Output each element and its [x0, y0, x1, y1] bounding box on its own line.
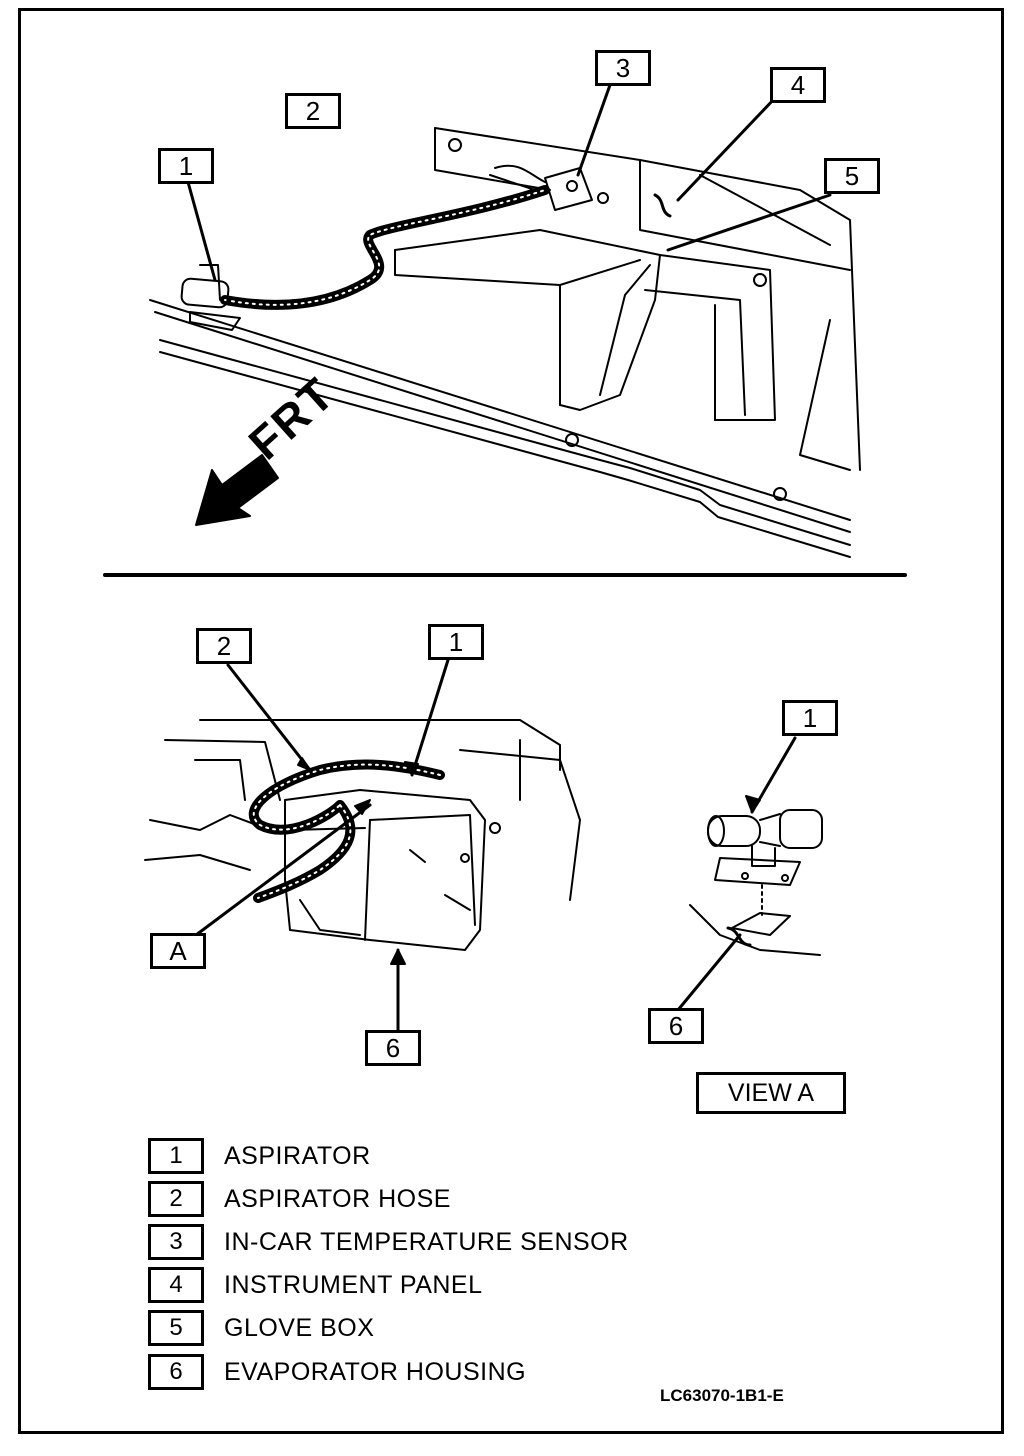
callout-top-2: 2	[285, 93, 341, 129]
instrument-panel-drawing	[149, 127, 861, 558]
aspirator-top-drawing	[180, 264, 241, 331]
evaporator-area-drawing	[144, 719, 581, 951]
callout-top-4: 4	[770, 67, 826, 103]
bottom-left-leader-lines	[190, 658, 450, 1034]
callout-bottom-1: 1	[428, 624, 484, 660]
aspirator-hose-drawing	[220, 185, 550, 310]
legend-number: 2	[148, 1181, 204, 1217]
legend-number: 6	[148, 1354, 204, 1390]
view-a-leader-lines	[676, 736, 797, 1012]
legend-number: 5	[148, 1310, 204, 1346]
legend-text: INSTRUMENT PANEL	[224, 1270, 483, 1299]
legend-text: ASPIRATOR HOSE	[224, 1184, 451, 1213]
aspirator-hose-ribs	[224, 189, 546, 306]
callout-top-5: 5	[824, 158, 880, 194]
top-leader-lines	[186, 83, 832, 282]
callout-view-a-6: 6	[648, 1008, 704, 1044]
legend-row: 5 GLOVE BOX	[148, 1308, 374, 1348]
legend-number: 4	[148, 1267, 204, 1303]
callout-bottom-2: 2	[196, 628, 252, 664]
legend-row: 2 ASPIRATOR HOSE	[148, 1179, 451, 1219]
legend-row: 6 EVAPORATOR HOUSING	[148, 1352, 526, 1392]
legend-row: 4 INSTRUMENT PANEL	[148, 1265, 483, 1305]
legend-text: GLOVE BOX	[224, 1313, 375, 1342]
legend-text: IN-CAR TEMPERATURE SENSOR	[224, 1227, 629, 1256]
front-arrow-icon	[195, 454, 279, 526]
temperature-sensor-drawing	[489, 164, 593, 211]
view-a-aspirator-drawing	[689, 809, 823, 956]
legend-row: 3 IN-CAR TEMPERATURE SENSOR	[148, 1222, 629, 1262]
figure-code: LC63070-1B1-E	[660, 1386, 784, 1405]
callout-view-a-1: 1	[782, 700, 838, 736]
legend-text: ASPIRATOR	[224, 1141, 371, 1170]
legend-number: 1	[148, 1138, 204, 1174]
lower-hose-ribs	[252, 763, 441, 899]
callout-top-3: 3	[595, 50, 651, 86]
view-a-label: VIEW A	[696, 1072, 846, 1114]
legend-text: EVAPORATOR HOUSING	[224, 1357, 527, 1386]
callout-top-1: 1	[158, 148, 214, 184]
callout-bottom-6: 6	[365, 1030, 421, 1066]
legend-number: 3	[148, 1224, 204, 1260]
callout-bottom-a: A	[150, 933, 206, 969]
legend-row: 1 ASPIRATOR	[148, 1136, 371, 1176]
diagram-frame	[18, 8, 1004, 1434]
